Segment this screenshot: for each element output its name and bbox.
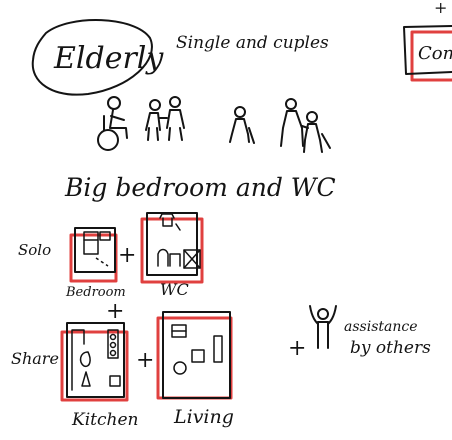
elderly-label: Elderly [54, 44, 163, 74]
living-label: Living [174, 408, 234, 427]
kitchen-label: Kitchen [72, 412, 138, 429]
share-plus: + [106, 301, 124, 323]
bedroom-label: Bedroom [66, 286, 126, 299]
solo-label: Solo [18, 243, 51, 258]
assistance-plus: + [288, 338, 306, 360]
share-label: Share [11, 351, 59, 367]
kitchen-plan [62, 323, 127, 400]
person-arms-raised-icon [310, 306, 336, 348]
wc-plan [142, 213, 202, 282]
person-with-cane-icon [230, 107, 254, 143]
requirements-title: Big bedroom and WC [65, 175, 336, 200]
caregiver-assisting-icon [281, 99, 330, 152]
kitchen-living-plus: + [136, 350, 154, 372]
wheelchair-person-icon [98, 97, 127, 150]
corner-plus: + [434, 0, 447, 16]
living-plan [158, 312, 231, 398]
wc-label: WC [160, 282, 189, 298]
assistance-label-line2: by others [350, 340, 431, 357]
solo-plus: + [118, 245, 136, 267]
subtitle-singles-couples: Single and cuples [176, 35, 329, 52]
assistance-label-line1: assistance [344, 320, 418, 334]
corner-com-label: Com [418, 45, 452, 63]
bedroom-plan [71, 228, 116, 281]
couple-icon [146, 97, 184, 140]
